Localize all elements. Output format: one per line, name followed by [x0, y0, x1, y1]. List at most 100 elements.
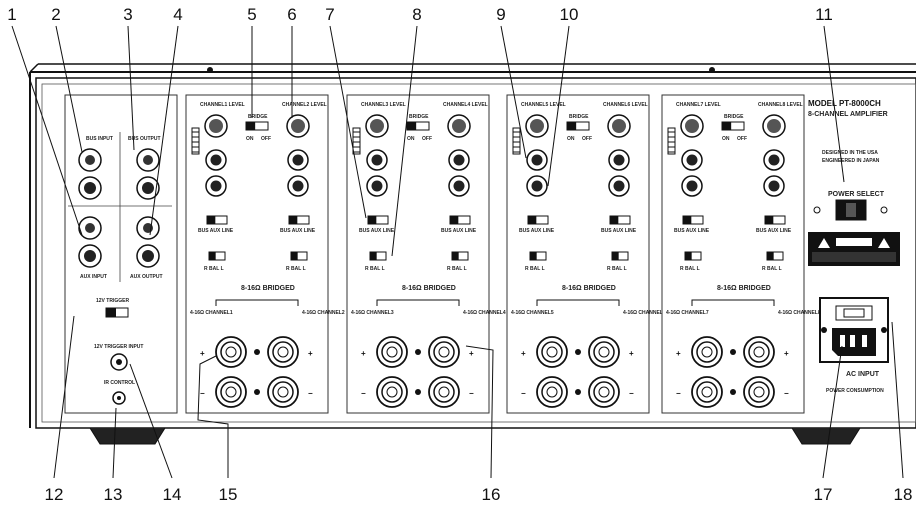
- level-meter: [191, 127, 200, 155]
- speaker-post-negative[interactable]: [376, 376, 408, 408]
- balance-switch[interactable]: [766, 251, 784, 261]
- callout-number-7: 7: [325, 5, 334, 24]
- speaker-channel-label: 4-16Ω CHANNEL7: [666, 310, 709, 316]
- input-selector-switch[interactable]: [764, 215, 786, 225]
- speaker-post-positive[interactable]: [428, 336, 460, 368]
- channel-level-label: CHANNEL8 LEVEL: [758, 102, 803, 108]
- balance-switch[interactable]: [611, 251, 629, 261]
- level-knob[interactable]: [762, 114, 786, 138]
- input-selector-switch[interactable]: [609, 215, 631, 225]
- rca-line-jack[interactable]: [681, 175, 703, 197]
- bridge-on-label: ON: [722, 136, 730, 142]
- bridge-switch[interactable]: [721, 121, 745, 131]
- bus-input-jack-r[interactable]: [78, 176, 102, 200]
- power-consumption-label: POWER CONSUMPTION: [826, 388, 884, 394]
- ac-inlet[interactable]: [819, 297, 889, 363]
- callout-number-8: 8: [412, 5, 421, 24]
- aux-input-jack-l[interactable]: [78, 216, 102, 240]
- level-knob[interactable]: [447, 114, 471, 138]
- aux-input-jack-r[interactable]: [78, 244, 102, 268]
- post-divider-dot: [254, 349, 260, 355]
- input-selector-switch[interactable]: [206, 215, 228, 225]
- input-selector-switch[interactable]: [288, 215, 310, 225]
- polarity-minus: −: [361, 389, 366, 398]
- balance-switch[interactable]: [451, 251, 469, 261]
- channel-level-label: CHANNEL6 LEVEL: [603, 102, 648, 108]
- speaker-post-negative[interactable]: [691, 376, 723, 408]
- rca-line-jack[interactable]: [763, 175, 785, 197]
- input-selector-switch[interactable]: [449, 215, 471, 225]
- level-knob[interactable]: [365, 114, 389, 138]
- level-knob[interactable]: [286, 114, 310, 138]
- level-knob[interactable]: [607, 114, 631, 138]
- aux-output-jack-r[interactable]: [136, 244, 160, 268]
- rca-input-jack[interactable]: [287, 149, 309, 171]
- bridge-label: BRIDGE: [724, 114, 744, 120]
- balance-switch[interactable]: [529, 251, 547, 261]
- callout-number-6: 6: [287, 5, 296, 24]
- rca-input-jack[interactable]: [366, 149, 388, 171]
- callout-number-9: 9: [496, 5, 505, 24]
- bridge-switch[interactable]: [566, 121, 590, 131]
- post-divider-dot: [730, 349, 736, 355]
- speaker-post-positive[interactable]: [376, 336, 408, 368]
- speaker-post-positive[interactable]: [743, 336, 775, 368]
- rca-line-jack[interactable]: [526, 175, 548, 197]
- rca-line-jack[interactable]: [205, 175, 227, 197]
- channel-level-label: CHANNEL3 LEVEL: [361, 102, 406, 108]
- callout-number-5: 5: [247, 5, 256, 24]
- bridge-label: BRIDGE: [248, 114, 268, 120]
- balance-switch[interactable]: [684, 251, 702, 261]
- trigger-input-jack[interactable]: [110, 353, 128, 371]
- callout-number-3: 3: [123, 5, 132, 24]
- speaker-post-negative[interactable]: [428, 376, 460, 408]
- rca-input-jack[interactable]: [448, 149, 470, 171]
- trigger-switch-label: 12V TRIGGER: [96, 298, 129, 304]
- bus-output-jack-l[interactable]: [136, 148, 160, 172]
- bridge-switch[interactable]: [245, 121, 269, 131]
- polarity-minus: −: [200, 389, 205, 398]
- level-knob[interactable]: [525, 114, 549, 138]
- speaker-post-negative[interactable]: [588, 376, 620, 408]
- speaker-post-positive[interactable]: [215, 336, 247, 368]
- balance-switch[interactable]: [208, 251, 226, 261]
- input-selector-switch[interactable]: [682, 215, 704, 225]
- rca-input-jack[interactable]: [763, 149, 785, 171]
- aux-output-jack-l[interactable]: [136, 216, 160, 240]
- bridge-switch[interactable]: [406, 121, 430, 131]
- speaker-post-negative[interactable]: [536, 376, 568, 408]
- polarity-plus: +: [784, 349, 789, 358]
- rca-input-jack[interactable]: [526, 149, 548, 171]
- input-selector-label: BUS AUX LINE: [519, 228, 555, 234]
- bus-input-jack-l[interactable]: [78, 148, 102, 172]
- ir-control-jack[interactable]: [112, 391, 126, 405]
- balance-label: R BAL L: [447, 266, 467, 272]
- balance-switch[interactable]: [369, 251, 387, 261]
- bridge-label: BRIDGE: [569, 114, 589, 120]
- level-knob[interactable]: [680, 114, 704, 138]
- rca-line-jack[interactable]: [608, 175, 630, 197]
- balance-switch[interactable]: [290, 251, 308, 261]
- speaker-post-negative[interactable]: [267, 376, 299, 408]
- rca-input-jack[interactable]: [608, 149, 630, 171]
- input-selector-switch[interactable]: [367, 215, 389, 225]
- rca-line-jack[interactable]: [366, 175, 388, 197]
- level-knob[interactable]: [204, 114, 228, 138]
- speaker-post-positive[interactable]: [691, 336, 723, 368]
- rca-line-jack[interactable]: [448, 175, 470, 197]
- rca-input-jack[interactable]: [205, 149, 227, 171]
- trigger-mode-switch[interactable]: [105, 307, 129, 318]
- speaker-post-positive[interactable]: [588, 336, 620, 368]
- speaker-post-positive[interactable]: [536, 336, 568, 368]
- speaker-post-negative[interactable]: [743, 376, 775, 408]
- rca-input-jack[interactable]: [681, 149, 703, 171]
- input-selector-switch[interactable]: [527, 215, 549, 225]
- level-meter: [667, 127, 676, 155]
- bus-output-jack-r[interactable]: [136, 176, 160, 200]
- speaker-post-positive[interactable]: [267, 336, 299, 368]
- rca-line-jack[interactable]: [287, 175, 309, 197]
- speaker-post-negative[interactable]: [215, 376, 247, 408]
